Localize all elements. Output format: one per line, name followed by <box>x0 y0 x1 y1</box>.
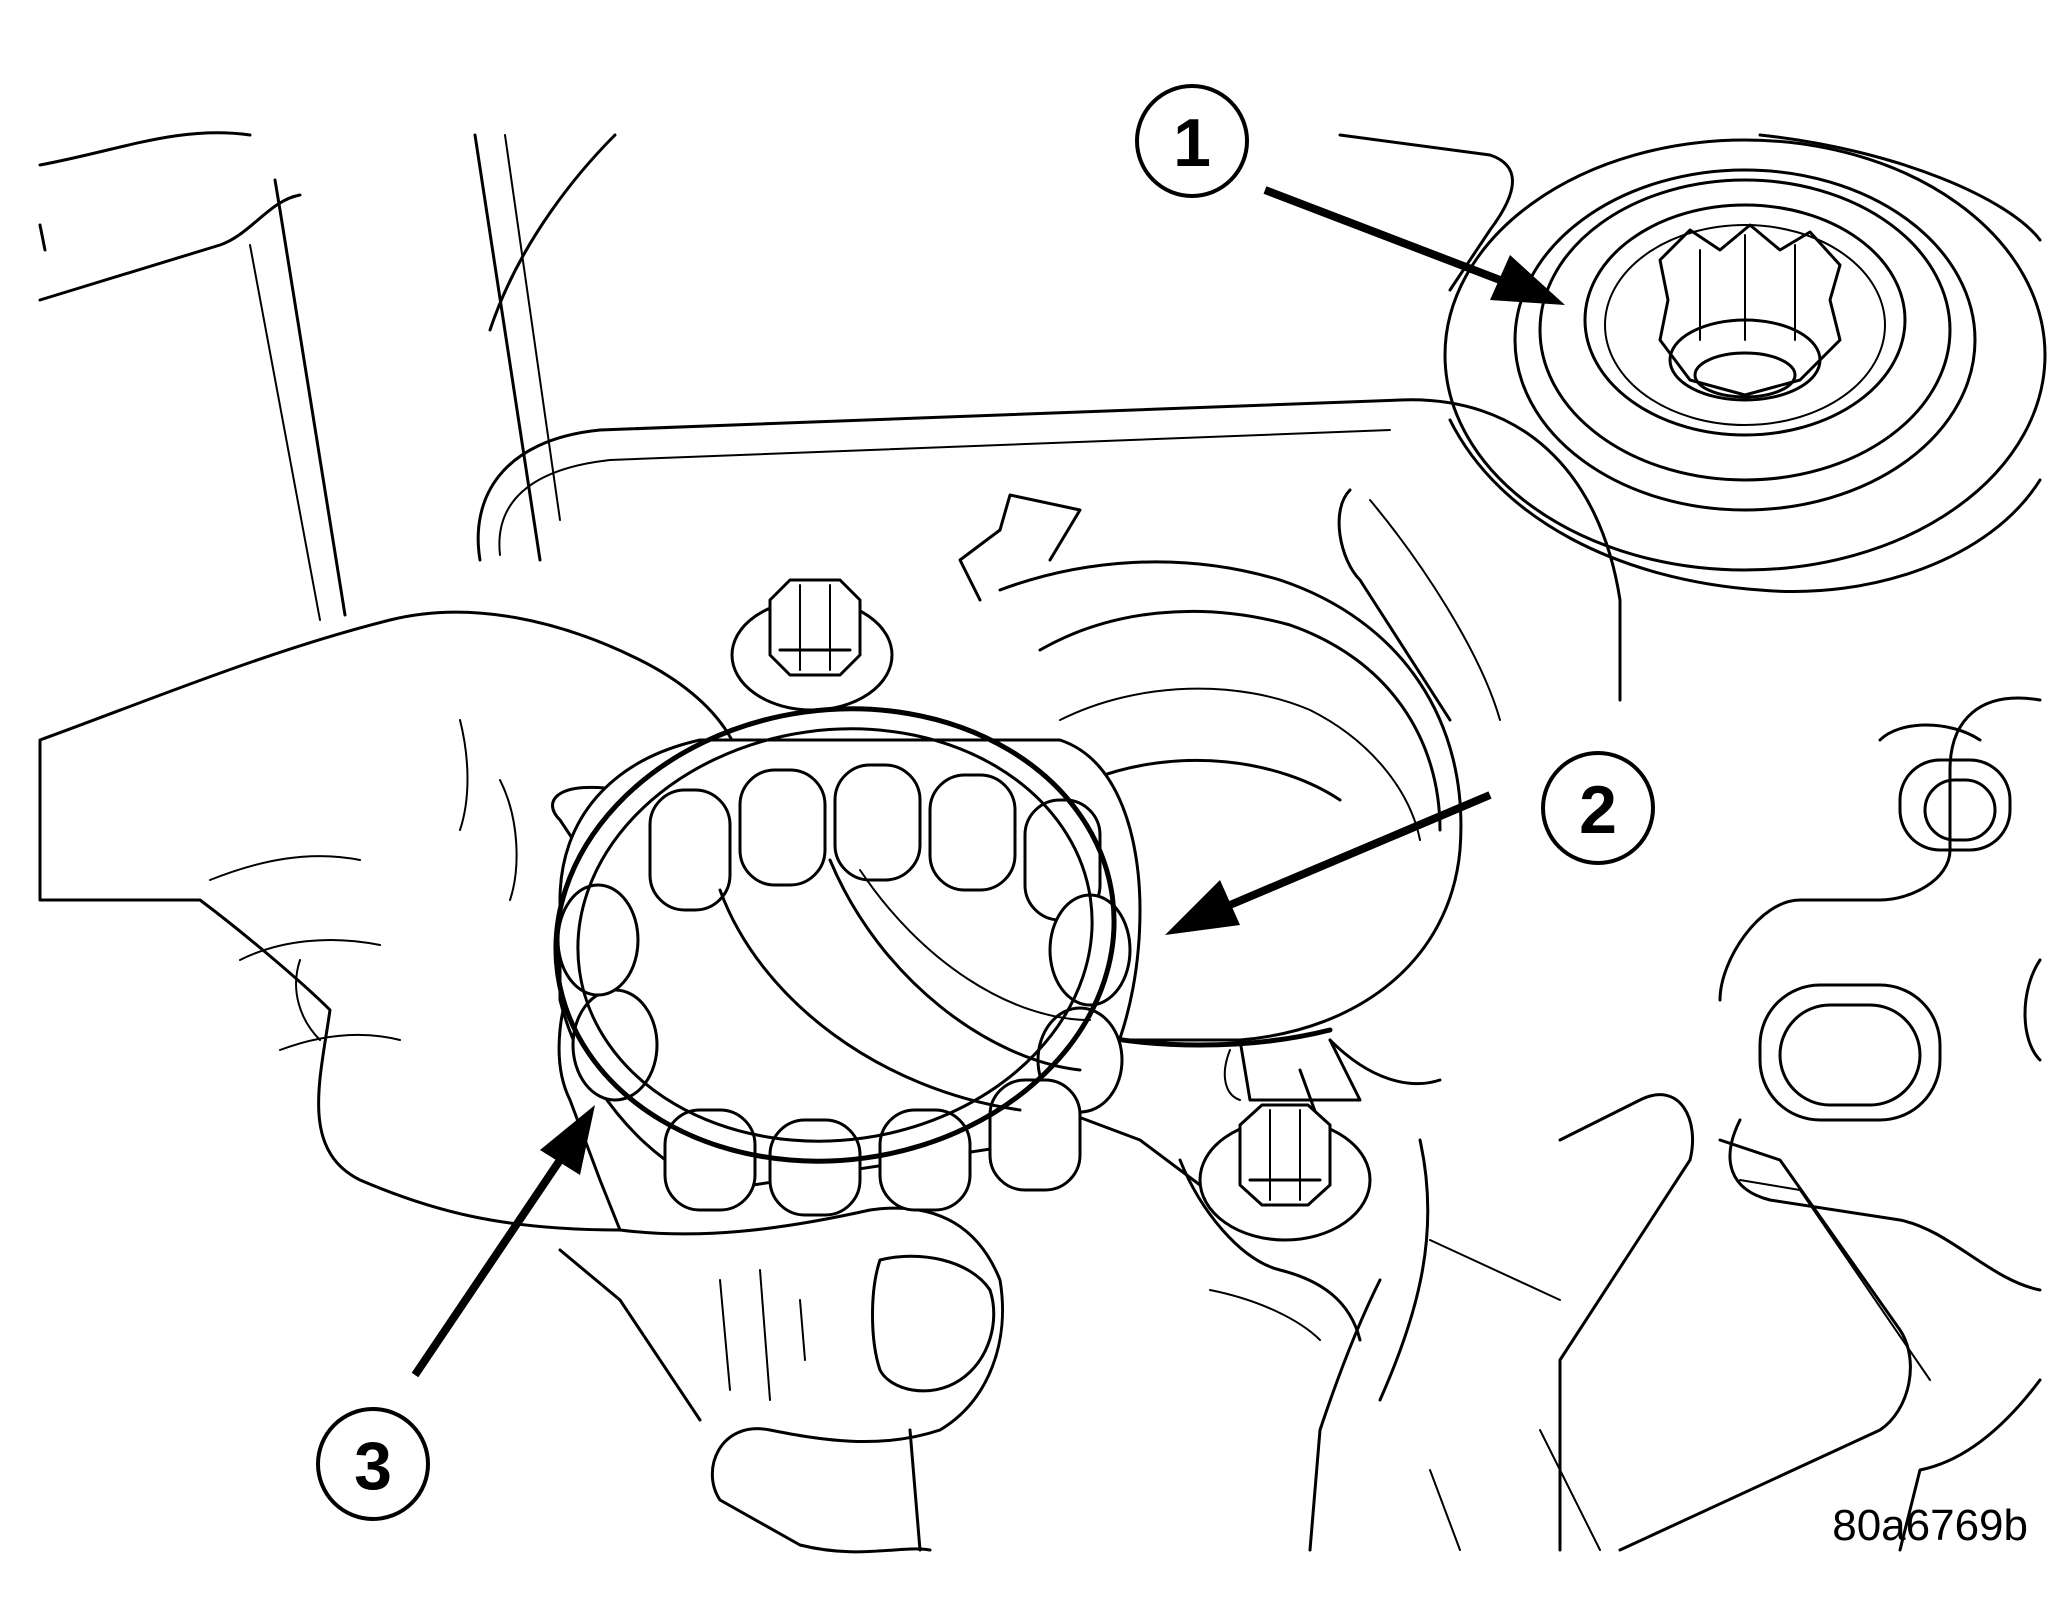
callout-2: 2 <box>1541 751 1655 865</box>
callout-1-label: 1 <box>1173 105 1211 181</box>
upper-bolt <box>730 578 894 712</box>
callout-1: 1 <box>1135 84 1249 198</box>
bearing-cup-and-rollers <box>553 706 1142 1217</box>
callout-3-label: 3 <box>354 1428 392 1504</box>
figure-code: 80a6769b <box>1832 1501 2028 1550</box>
callout-3: 3 <box>316 1407 430 1521</box>
output-shaft-seal <box>1443 138 2047 572</box>
callout-2-label: 2 <box>1579 772 1617 848</box>
rollers <box>556 763 1132 1217</box>
callout-arrow-2 <box>1165 791 1492 935</box>
lower-bolt <box>1198 1103 1372 1242</box>
technician-hands <box>38 610 1004 1554</box>
callout-arrow-3 <box>411 1105 595 1378</box>
callout-arrow-1 <box>1263 186 1565 305</box>
